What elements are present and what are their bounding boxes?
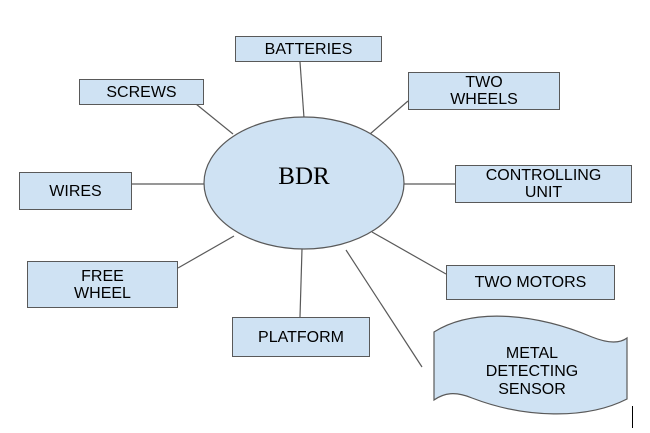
metal-detecting-sensor-shape xyxy=(433,315,628,415)
node-metal-detecting-sensor-line1: METAL xyxy=(505,345,559,362)
node-two-wheels: TWO WHEELS xyxy=(408,72,560,110)
connector-metal-detecting-sensor xyxy=(345,249,423,368)
node-metal-detecting-sensor-line2: DETECTING xyxy=(485,363,579,380)
node-free-wheel-line1: FREE xyxy=(81,267,124,285)
node-screws: SCREWS xyxy=(79,79,204,105)
connector-batteries xyxy=(299,61,305,119)
connector-two-motors xyxy=(371,231,447,275)
node-batteries-label: BATTERIES xyxy=(264,40,353,58)
center-node-shape xyxy=(203,116,405,250)
connector-platform xyxy=(299,248,303,318)
node-two-wheels-line2: WHEELS xyxy=(450,91,518,108)
node-free-wheel-line2: WHEEL xyxy=(74,284,131,302)
node-two-wheels-line1: TWO xyxy=(465,74,503,91)
node-free-wheel: FREE WHEEL xyxy=(27,261,178,308)
center-node-label: BDR xyxy=(278,163,330,190)
connector-screws xyxy=(195,103,234,135)
text-cursor xyxy=(632,406,633,428)
node-controlling-unit-line2: UNIT xyxy=(524,184,563,201)
connector-free-wheel xyxy=(177,235,235,269)
node-batteries: BATTERIES xyxy=(235,36,382,62)
node-two-motors: TWO MOTORS xyxy=(446,265,615,300)
node-two-motors-label: TWO MOTORS xyxy=(474,274,587,291)
connector-two-wheels xyxy=(369,100,409,135)
node-platform-label: PLATFORM xyxy=(258,328,344,346)
node-wires-label: WIRES xyxy=(49,182,102,200)
node-metal-detecting-sensor-line3: SENSOR xyxy=(498,381,566,398)
node-screws-label: SCREWS xyxy=(106,83,177,101)
node-controlling-unit: CONTROLLING UNIT xyxy=(455,165,632,203)
node-platform: PLATFORM xyxy=(232,317,370,357)
node-metal-detecting-sensor: METAL DETECTING SENSOR xyxy=(452,338,612,406)
node-wires: WIRES xyxy=(19,172,132,210)
node-controlling-unit-line1: CONTROLLING xyxy=(485,167,602,184)
